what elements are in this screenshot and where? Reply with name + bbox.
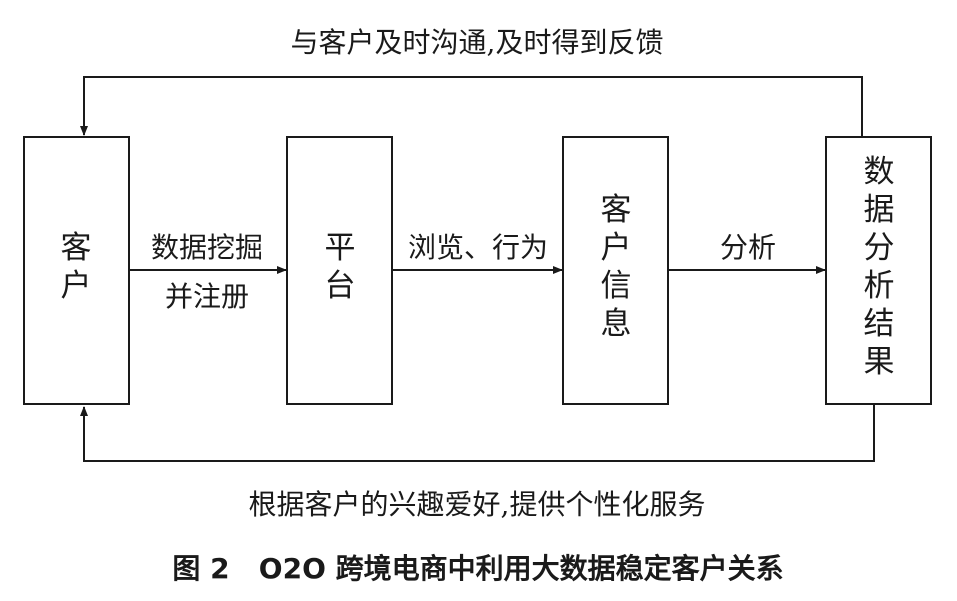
platform-box-label: 平台 [325, 230, 356, 304]
box-char: 户 [601, 230, 632, 266]
box-char: 信 [601, 268, 632, 304]
arrow-label-register: 并注册 [165, 280, 249, 313]
top-feedback-arrow [80, 76, 863, 137]
platform-box [286, 136, 393, 405]
customer-box-label: 客户 [61, 230, 92, 304]
box-char: 户 [61, 268, 92, 304]
box-char: 客 [601, 192, 632, 228]
box-char: 数 [864, 154, 895, 190]
arrow-label-mining: 数据挖掘 [151, 231, 263, 264]
customer-info-box [562, 136, 669, 405]
box-char: 台 [325, 268, 356, 304]
box-char: 据 [864, 192, 895, 228]
box-char: 结 [864, 306, 895, 342]
bottom-feedback-label: 根据客户的兴趣爱好,提供个性化服务 [249, 488, 706, 521]
top-feedback-label: 与客户及时沟通,及时得到反馈 [291, 26, 664, 59]
bottom-feedback-arrow [80, 404, 875, 462]
arrow-label-analysis: 分析 [720, 231, 776, 264]
box-char: 析 [864, 268, 895, 304]
box-char: 客 [61, 230, 92, 266]
box-char: 果 [864, 344, 895, 380]
figure-caption: 图 2 O2O 跨境电商中利用大数据稳定客户关系 [172, 552, 783, 585]
analysis-result-box [825, 136, 932, 405]
box-char: 息 [601, 306, 632, 342]
arrow-label-browse: 浏览、行为 [408, 231, 548, 264]
box-char: 平 [325, 230, 356, 266]
customer-box [23, 136, 130, 405]
box-char: 分 [864, 230, 895, 266]
